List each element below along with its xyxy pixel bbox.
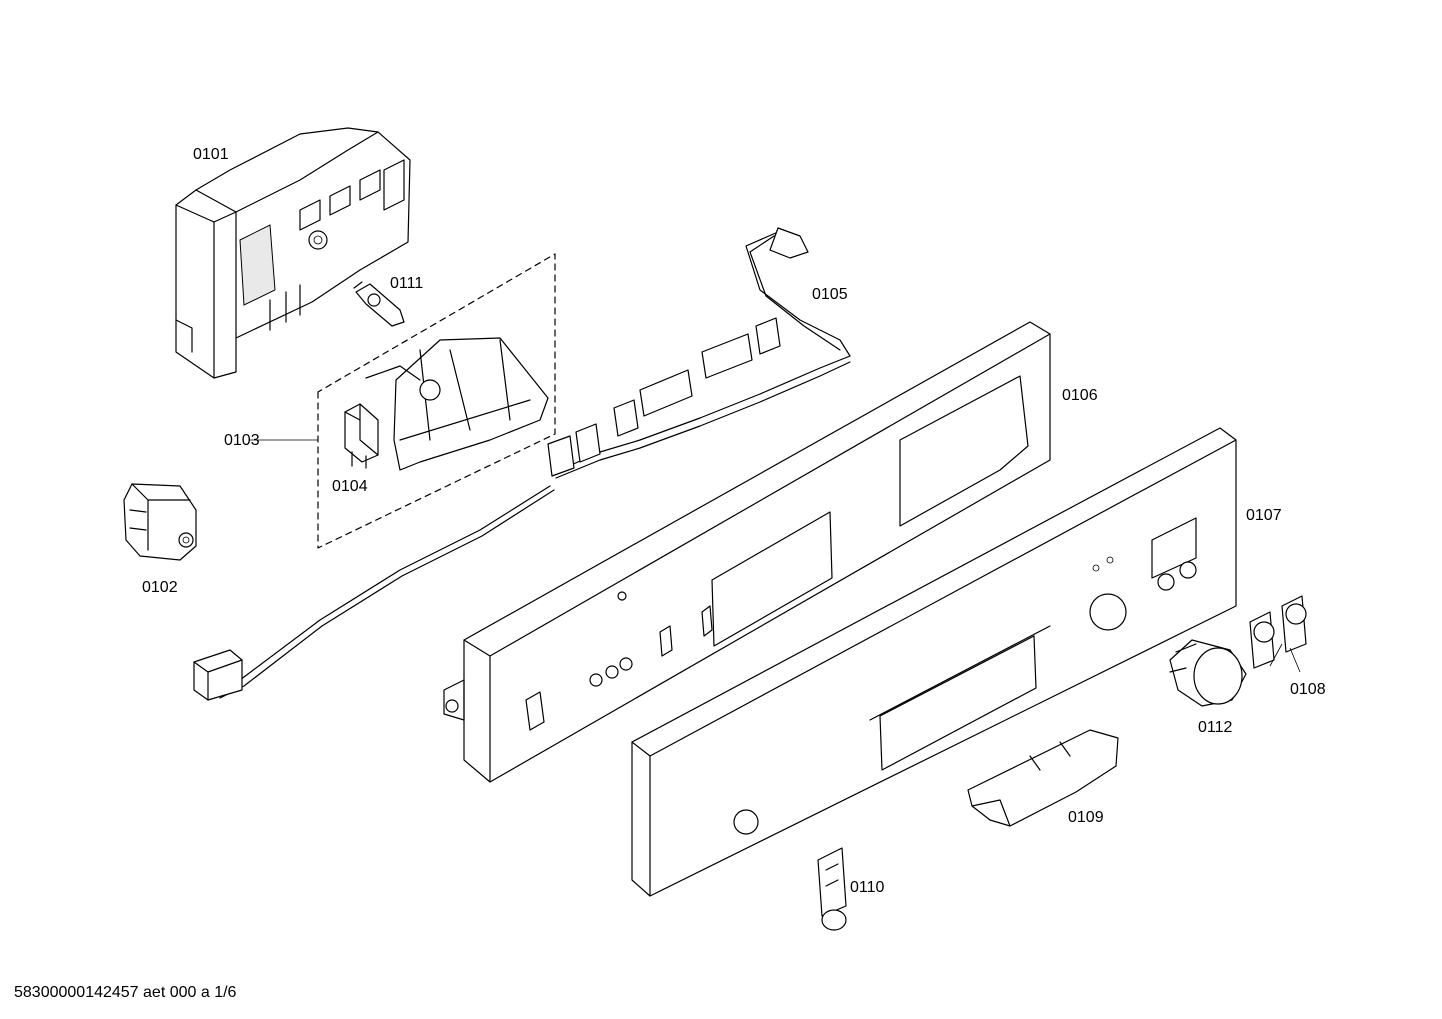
- label-0107: 0107: [1246, 507, 1282, 524]
- label-0101: 0101: [193, 146, 229, 163]
- label-0111: 0111: [390, 275, 424, 292]
- part-0107-fascia-panel: [631, 427, 1237, 897]
- part-0104-component: [344, 403, 379, 469]
- document-id: 58300000142457 aet 000 a 1/6: [14, 984, 237, 1001]
- part-0109-handle: [967, 729, 1119, 827]
- part-0103-door-lock: [365, 337, 549, 471]
- part-0111-sensor: [353, 281, 405, 327]
- part-0105-wire-harness: [193, 227, 851, 701]
- part-0106-control-frame: [443, 321, 1051, 783]
- part-0108-buttons: [1249, 595, 1307, 673]
- part-0102-switch: [123, 483, 197, 561]
- label-0105: 0105: [812, 286, 848, 303]
- label-0110: 0110: [850, 879, 885, 896]
- part-0112-knob: [1169, 639, 1247, 707]
- label-0112: 0112: [1198, 719, 1233, 736]
- label-0106: 0106: [1062, 387, 1098, 404]
- label-0103: 0103: [224, 432, 260, 449]
- part-0101-control-module: [175, 127, 411, 379]
- group-0103-frame: [250, 253, 556, 549]
- label-0104: 0104: [332, 478, 368, 495]
- part-0110-clip: [817, 847, 847, 931]
- label-0102: 0102: [142, 579, 178, 596]
- label-0108: 0108: [1290, 681, 1326, 698]
- label-0109: 0109: [1068, 809, 1104, 826]
